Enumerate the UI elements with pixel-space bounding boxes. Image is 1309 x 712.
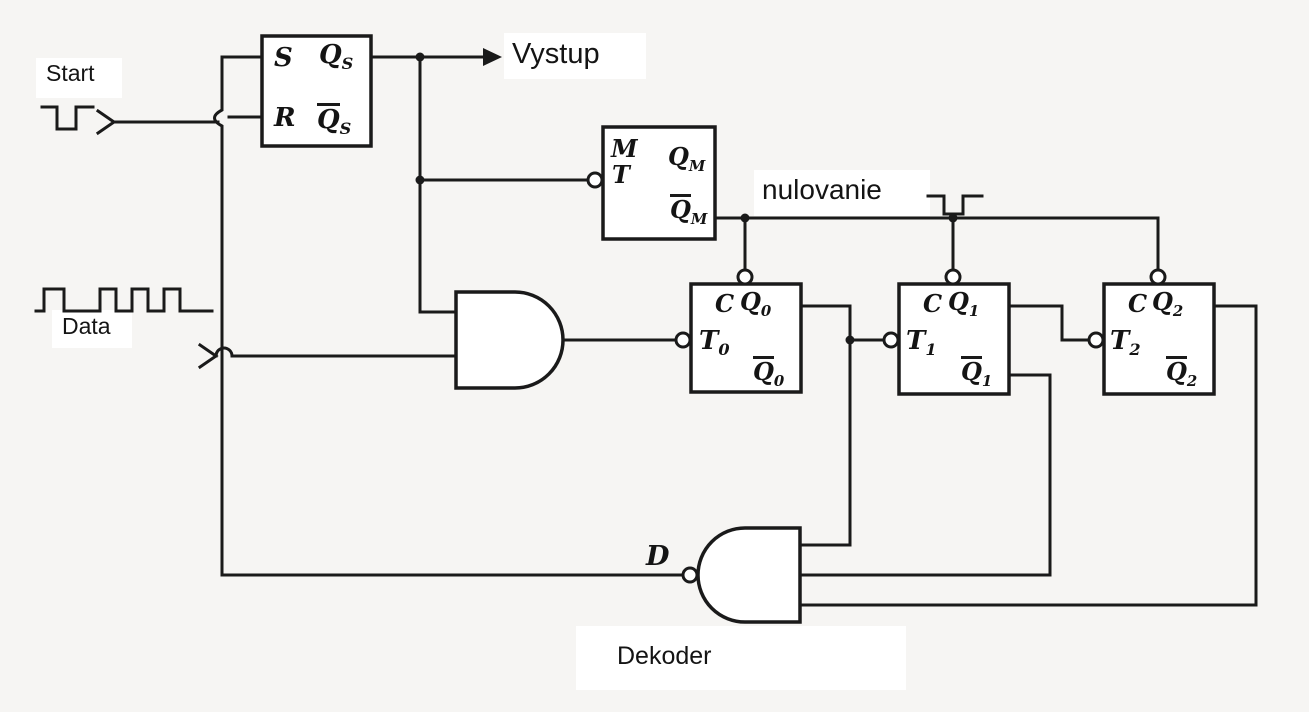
dekoder-label: Dekoder xyxy=(617,642,712,670)
mono-mode-label: M xyxy=(611,134,638,163)
t1-name-label: T1 xyxy=(906,328,937,358)
nulovanie-pulse-waveform-icon xyxy=(926,194,984,216)
t0-q-sub: 0 xyxy=(760,301,772,320)
t0-q-label: Q0 xyxy=(740,290,771,319)
t0-qbar-label: Q0 xyxy=(753,356,784,389)
sr-qbar-sub: S xyxy=(339,119,352,139)
t0-name-base: T xyxy=(699,326,719,356)
t2-q-base: Q xyxy=(1152,287,1173,316)
t0-clock-label: C xyxy=(715,289,735,318)
vystup-label-patch xyxy=(504,33,646,79)
monostable-input-bubble-icon xyxy=(586,171,604,189)
t0-q-base: Q xyxy=(740,287,761,316)
q0-to-decoder-wire xyxy=(798,304,852,547)
junction-dot xyxy=(740,213,750,223)
t2-q-label: Q2 xyxy=(1152,290,1183,319)
sr-set-label: S xyxy=(274,43,293,73)
left-bus-wire xyxy=(213,55,224,577)
output-arrowhead-icon xyxy=(483,48,502,66)
t0-flipflop-box xyxy=(689,282,803,394)
t1-q-label: Q1 xyxy=(948,290,979,319)
t0-name-sub: 0 xyxy=(718,340,730,360)
t1-qbar-base: Q xyxy=(961,356,982,386)
t2-qbar-base: Q xyxy=(1166,356,1187,386)
t1-clear-bubble-icon xyxy=(944,268,962,286)
t1-q-sub: 1 xyxy=(968,301,980,320)
data-label-patch xyxy=(52,310,132,348)
junction-dot xyxy=(415,52,425,62)
t2-clock-label: C xyxy=(1128,289,1148,318)
junction-dot xyxy=(948,213,958,223)
t0-name-label: T0 xyxy=(699,328,730,358)
t0-qbar-base: Q xyxy=(753,356,774,386)
wires xyxy=(34,55,1258,607)
sr-q-sub: S xyxy=(341,54,354,74)
data-wire-with-hop xyxy=(214,346,458,358)
t0-clear-bubble-icon xyxy=(736,268,754,286)
junction-dot xyxy=(415,175,425,185)
nulovanie-label-patch xyxy=(754,170,930,216)
decoder-output-bubble-icon xyxy=(681,566,699,584)
mono-qbar-label: QM xyxy=(670,194,707,227)
sr-flipflop-box xyxy=(260,34,373,148)
t2-name-label: T2 xyxy=(1110,328,1141,358)
sr-q-label: QS xyxy=(319,42,353,72)
q-to-and-gate-wire xyxy=(418,55,458,314)
t2-clear-bubble-icon xyxy=(1149,268,1167,286)
q1-to-t2-wire xyxy=(1007,304,1091,342)
mono-q-base: Q xyxy=(668,142,689,171)
t2-name-sub: 2 xyxy=(1129,340,1141,360)
start-pulse-waveform-icon xyxy=(40,105,95,131)
data-pulse-train-waveform-icon xyxy=(34,287,214,313)
t2-q-sub: 2 xyxy=(1172,301,1184,320)
monostable-box xyxy=(601,125,717,241)
nulovanie-label: nulovanie xyxy=(762,174,882,205)
mono-qbar-base: Q xyxy=(670,194,691,224)
t1-input-bubble-icon xyxy=(882,331,900,349)
q2-to-decoder-wire xyxy=(798,304,1258,607)
t1-q-base: Q xyxy=(948,287,969,316)
t1-flipflop-box xyxy=(897,282,1011,396)
mono-qbar-sub: M xyxy=(690,209,708,228)
data-input-chevron-icon xyxy=(197,342,219,370)
junction-dots xyxy=(415,52,958,345)
t2-qbar-label: Q2 xyxy=(1166,356,1197,389)
junction-dot xyxy=(845,335,855,345)
inverter-bubbles xyxy=(586,171,1167,584)
gates xyxy=(454,290,802,624)
decoder-nand-gate xyxy=(696,526,802,624)
start-input-chevron-icon xyxy=(95,108,117,136)
t1-name-base: T xyxy=(906,326,926,356)
q1bar-to-decoder-wire xyxy=(798,373,1052,577)
start-label: Start xyxy=(46,60,95,86)
paper-patches xyxy=(36,33,930,690)
data-label: Data xyxy=(62,313,111,339)
sr-q-base: Q xyxy=(319,40,342,70)
t2-flipflop-box xyxy=(1102,282,1216,396)
t2-qbar-sub: 2 xyxy=(1186,371,1198,390)
t2-name-base: T xyxy=(1110,326,1130,356)
mono-q-sub: M xyxy=(688,156,706,175)
sr-reset-label: R xyxy=(274,103,296,133)
t1-name-sub: 1 xyxy=(925,340,937,360)
t0-input-bubble-icon xyxy=(674,331,692,349)
t1-qbar-label: Q1 xyxy=(961,356,992,389)
and-gate xyxy=(454,290,565,390)
mono-trigger-label: T xyxy=(612,160,630,189)
flipflop-boxes xyxy=(260,34,1216,396)
t1-qbar-sub: 1 xyxy=(981,371,993,390)
dekoder-label-patch xyxy=(576,626,906,690)
t2-input-bubble-icon xyxy=(1087,331,1105,349)
sr-qbar-label: QS xyxy=(317,103,351,137)
decoder-output-label: D xyxy=(646,541,670,572)
sr-qbar-base: Q xyxy=(317,103,340,135)
start-label-patch xyxy=(36,58,122,98)
t0-qbar-sub: 0 xyxy=(773,371,785,390)
mono-q-label: QM xyxy=(668,145,705,174)
t1-clock-label: C xyxy=(923,289,943,318)
vystup-label: Vystup xyxy=(512,38,600,70)
